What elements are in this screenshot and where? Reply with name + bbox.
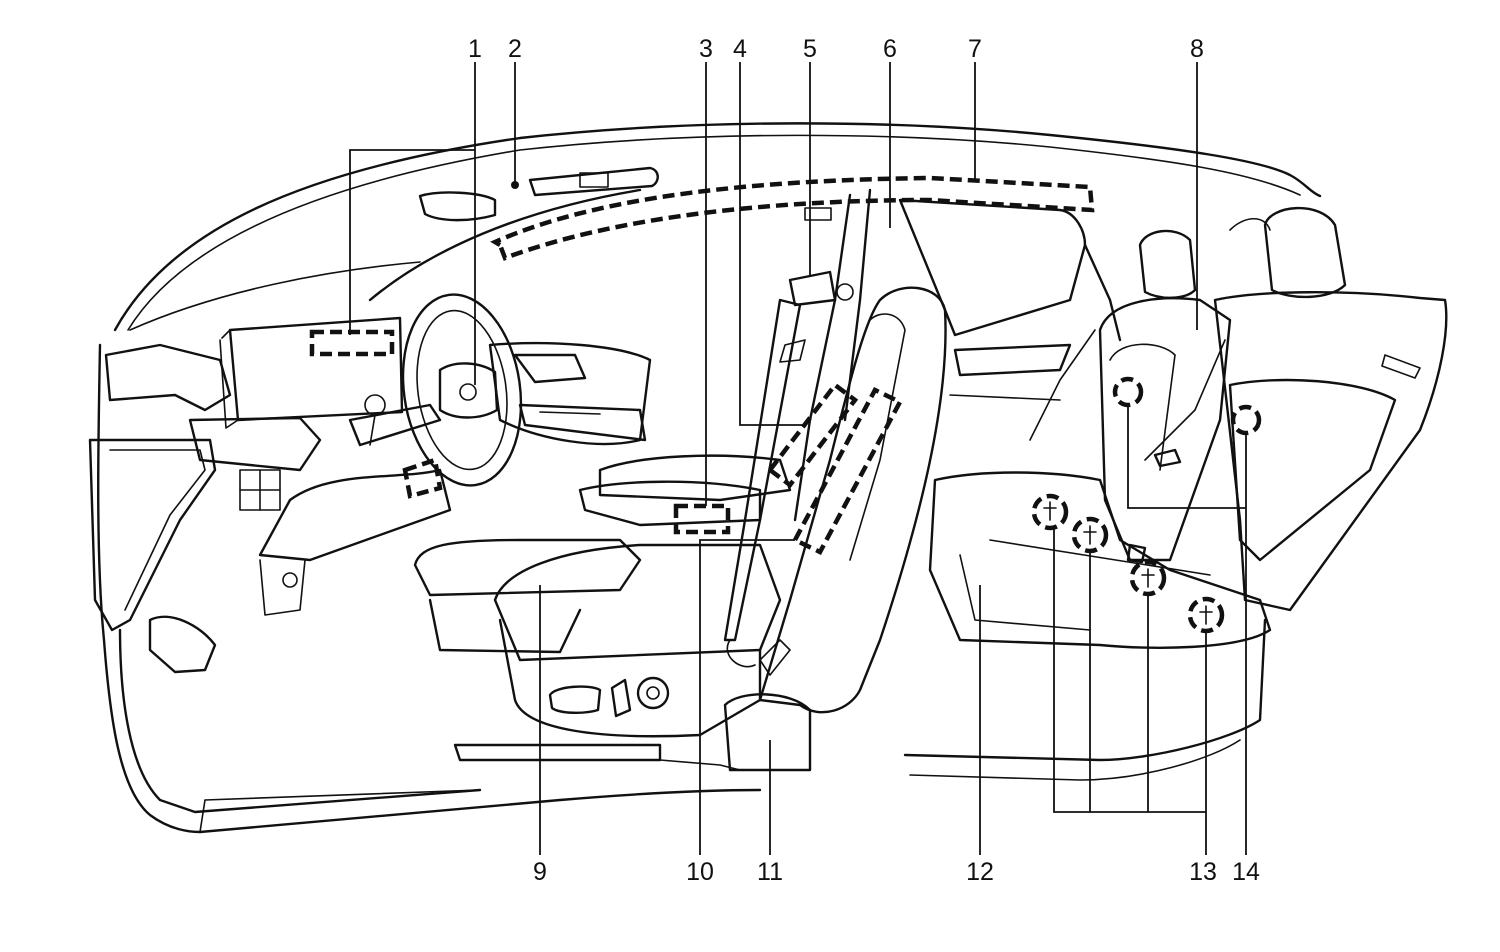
callout-10: 10	[686, 858, 714, 886]
vehicle-body-outline	[97, 122, 1322, 834]
driver-display-zone	[309, 329, 395, 357]
callout-5: 5	[803, 35, 817, 63]
center-console	[578, 454, 792, 527]
callout-labels: 1 2 3 4 5 6 7 8 9 10 11 12 13 14	[468, 35, 1260, 886]
callout-7: 7	[968, 35, 982, 63]
callout-8: 8	[1190, 35, 1204, 63]
callout-6: 6	[883, 35, 897, 63]
callout-3: 3	[699, 35, 713, 63]
rear-seat-sensor-right	[1230, 404, 1262, 436]
callout-12: 12	[966, 858, 994, 886]
steering-wheel	[348, 293, 523, 487]
front-door	[488, 341, 652, 446]
curtain-airbag-zone	[490, 175, 1095, 261]
front-side-airbag-zone	[766, 381, 859, 489]
driver-seat	[413, 538, 642, 654]
leader-lines	[349, 62, 1247, 855]
callout-9: 9	[533, 858, 547, 886]
callout-11: 11	[757, 858, 783, 886]
callout-14: 14	[1232, 858, 1260, 886]
callout-13: 13	[1189, 858, 1217, 886]
passenger-occupant-sensor-zone	[673, 503, 731, 535]
child-anchor-1	[1031, 493, 1069, 531]
callout-2: 2	[508, 35, 522, 63]
center-airbag-zone	[791, 387, 904, 555]
callout-4: 4	[733, 35, 747, 63]
dashboard	[88, 166, 659, 674]
rear-seat-sensor-left	[1112, 376, 1144, 408]
rear-door	[898, 198, 1122, 401]
rear-seat	[928, 206, 1448, 649]
driver-knee-airbag-zone	[402, 457, 443, 499]
callout-1: 1	[468, 35, 482, 63]
